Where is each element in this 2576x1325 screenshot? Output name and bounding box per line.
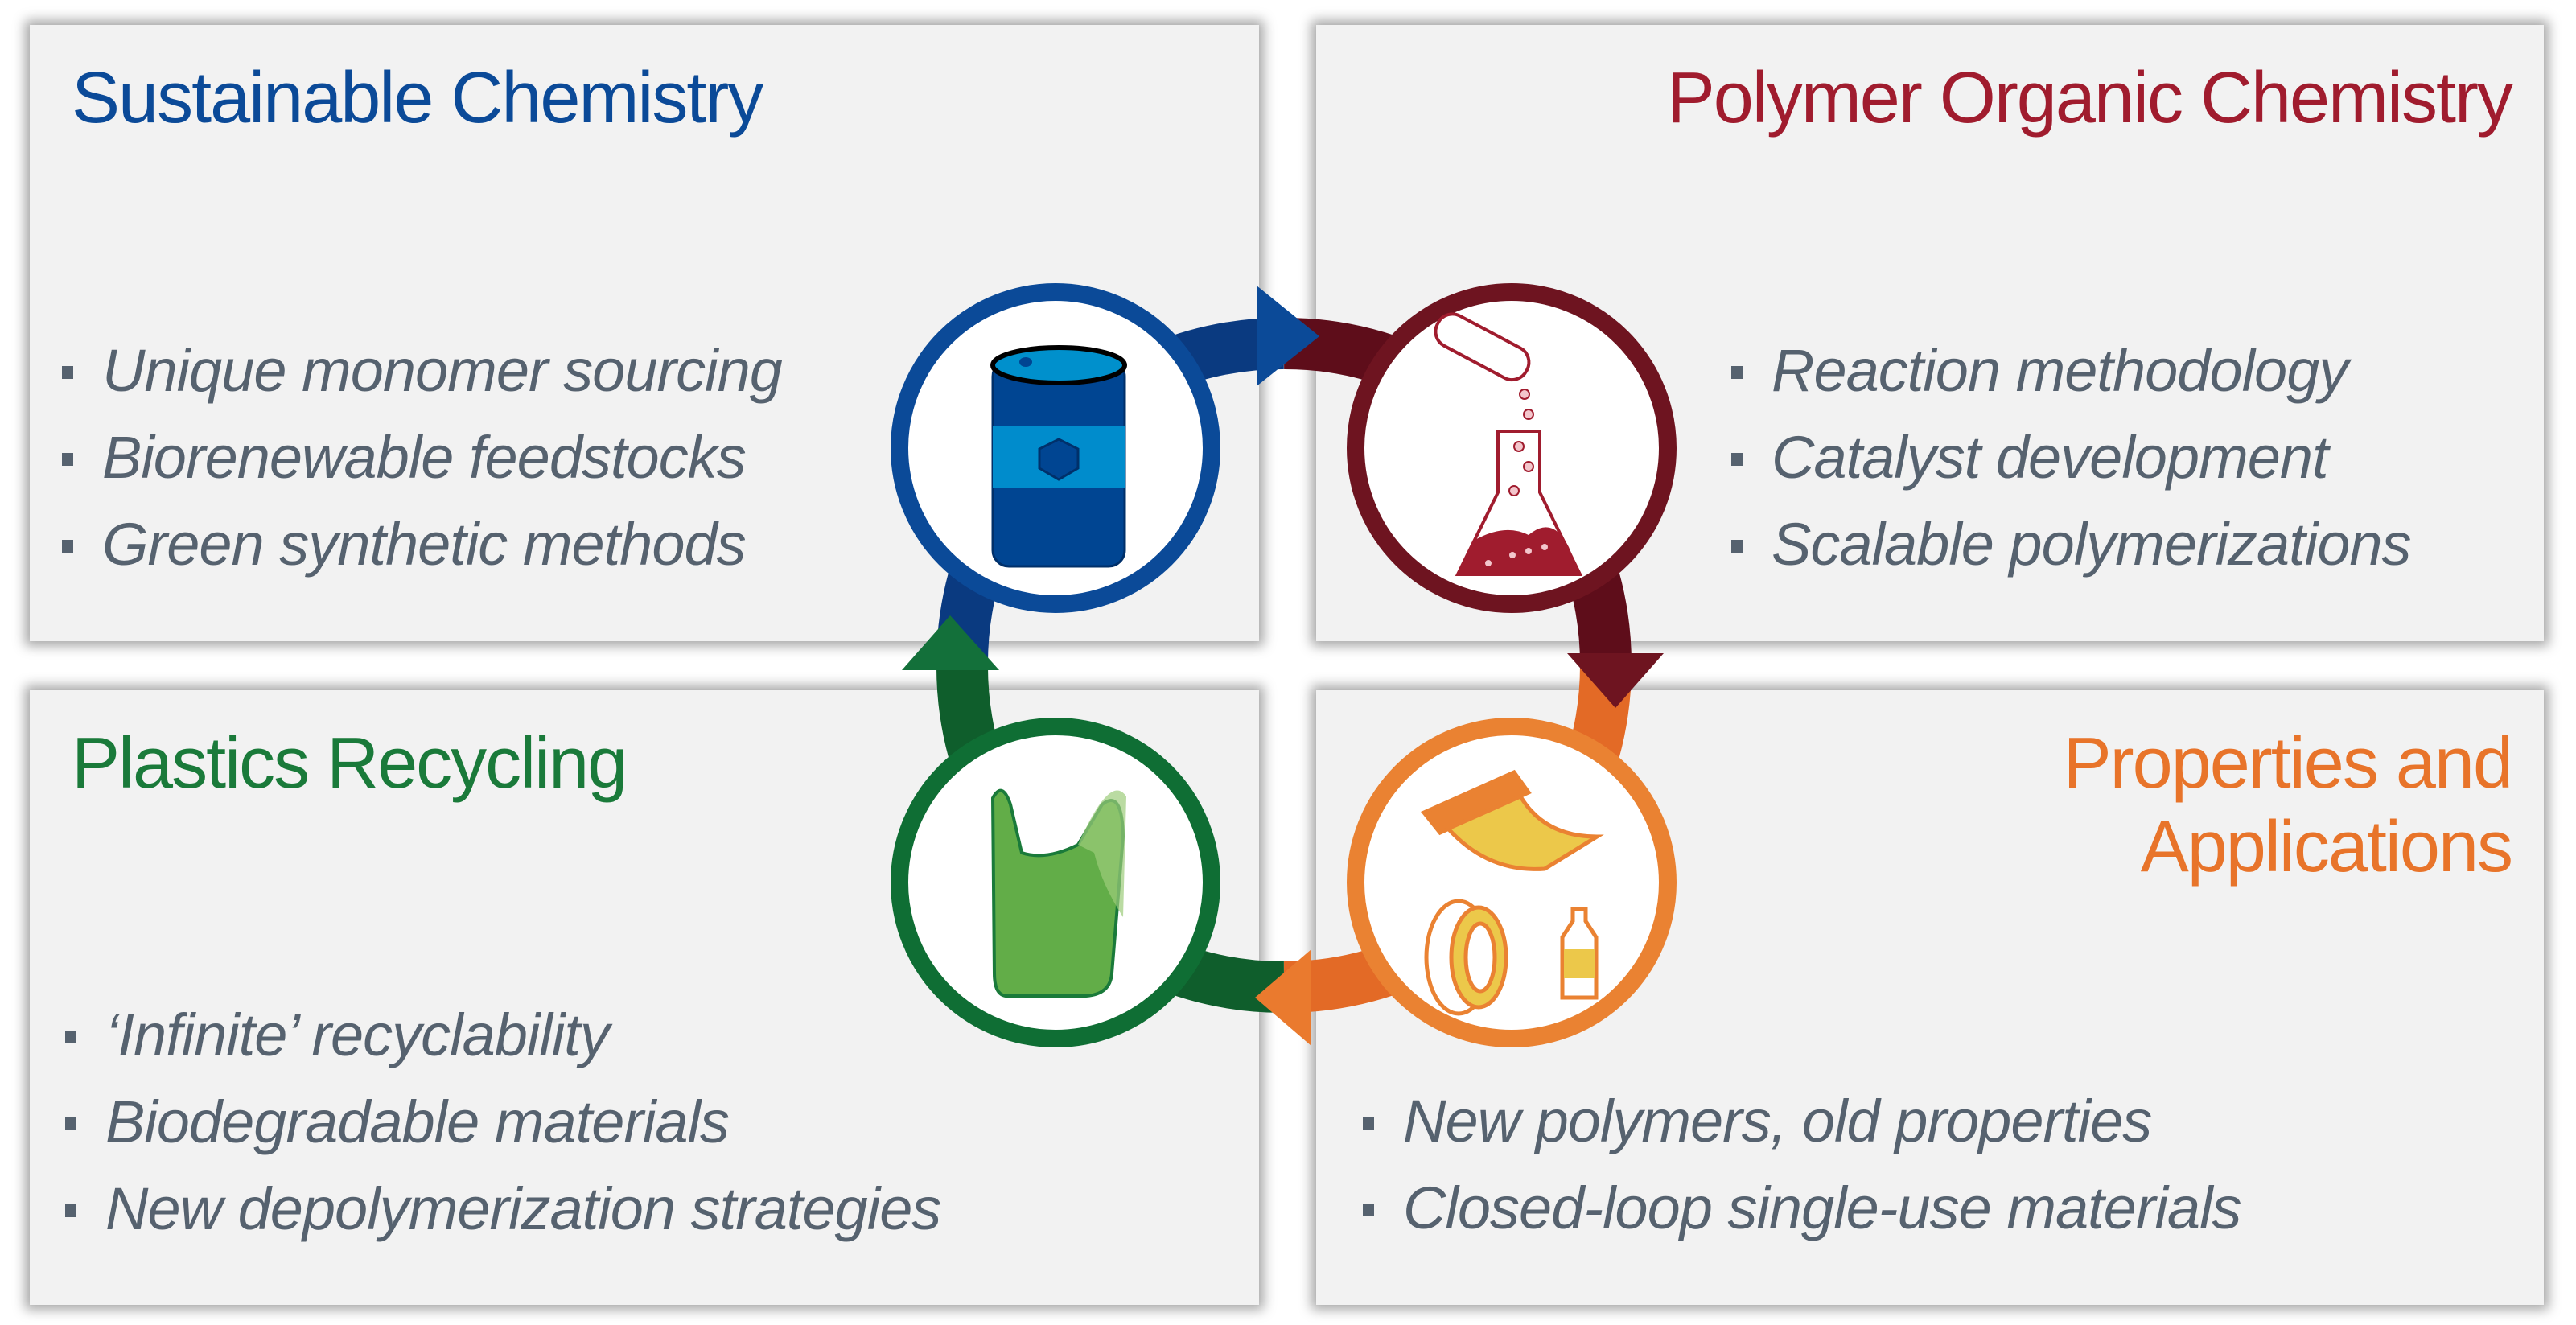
icon-shape — [1519, 389, 1530, 400]
list-item: Green synthetic methods — [62, 501, 782, 588]
bullet-list: ‘Infinite’ recyclability Biodegradable m… — [65, 992, 941, 1253]
list-item: Biorenewable feedstocks — [62, 414, 782, 501]
arrow-up-icon — [902, 615, 999, 670]
list-item: Closed-loop single-use materials — [1363, 1165, 2242, 1252]
icon-shape — [1444, 793, 1604, 871]
list-item: Unique monomer sourcing — [62, 327, 783, 414]
icon-shape — [1038, 438, 1080, 481]
flask-icon — [1434, 312, 1583, 576]
list-item: ‘Infinite’ recyclability — [65, 992, 940, 1079]
icon-shape — [1434, 312, 1531, 382]
icon-shape — [1513, 441, 1525, 452]
bullet-list: Unique monomer sourcing Biorenewable fee… — [62, 327, 783, 588]
panel-title-line: Properties and — [2063, 723, 2513, 804]
list-item: Biodegradable materials — [65, 1079, 940, 1166]
panel-title-line: Applications — [2140, 806, 2513, 887]
list-item: New depolymerization strategies — [65, 1166, 941, 1253]
list-item: Scalable polymerizations — [1731, 501, 2412, 588]
icon-shape — [1421, 769, 1532, 836]
icon-shape — [1508, 550, 1517, 560]
oil-barrel-icon — [990, 345, 1127, 568]
icon-shape — [1540, 542, 1549, 552]
icon-shape — [1564, 949, 1595, 978]
bullet-list: Reaction methodology Catalyst developmen… — [1731, 327, 2412, 588]
products-icon — [1421, 769, 1604, 1016]
panel-title: Sustainable Chemistry — [72, 58, 763, 138]
panel-title: Properties and Applications — [2063, 722, 2513, 889]
icon-shape — [1523, 461, 1534, 472]
icon-shape — [1483, 558, 1493, 568]
list-item: Catalyst development — [1731, 414, 2411, 501]
icon-shape — [990, 345, 1127, 385]
icon-shape — [1483, 389, 1549, 568]
plastic-bag-icon — [990, 788, 1126, 998]
icon-shape — [1078, 790, 1126, 917]
icon-shape — [1523, 409, 1534, 420]
list-item: New polymers, old properties — [1363, 1078, 2241, 1165]
panel-title: Plastics Recycling — [72, 723, 628, 804]
list-item: Reaction methodology — [1731, 327, 2411, 414]
icon-shape — [1524, 546, 1533, 556]
arrow-right-icon — [1257, 286, 1319, 386]
arrow-left-icon — [1255, 949, 1311, 1046]
icon-shape — [1019, 357, 1032, 367]
panel-title: Polymer Organic Chemistry — [1666, 58, 2513, 138]
icon-shape — [1508, 485, 1520, 496]
bullet-list: New polymers, old properties Closed-loop… — [1363, 1078, 2242, 1252]
icon-shape — [1463, 921, 1497, 994]
arrow-down-icon — [1567, 653, 1664, 708]
